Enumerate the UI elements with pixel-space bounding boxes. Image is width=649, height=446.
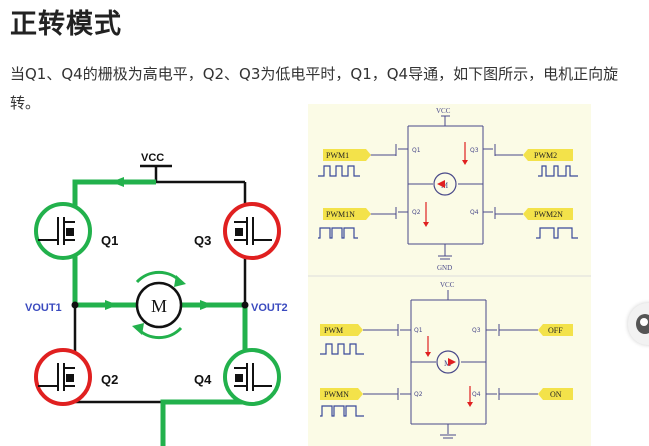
pwm2-label: PWM2 — [534, 151, 557, 160]
mosfet-icon — [234, 363, 272, 391]
article-paragraph: 当Q1、Q4的栅极为高电平，Q2、Q3为低电平时，Q1，Q4导通，如下图所示，电… — [10, 65, 619, 112]
current-arrow — [105, 300, 118, 310]
motor-icon — [436, 350, 460, 374]
q1-label: Q1 — [101, 233, 118, 248]
motor-icon — [135, 281, 183, 329]
motor-label: M — [444, 359, 451, 368]
pwm2n-tag — [523, 208, 573, 220]
pwm1n-label: PWM1N — [326, 210, 355, 219]
pwm-label: PWM — [324, 326, 343, 335]
current-arrow — [200, 300, 213, 310]
pwmn-tag — [320, 388, 363, 400]
q4-label: Q4 — [472, 391, 481, 398]
mosfet-icon — [38, 363, 75, 391]
off-label: OFF — [548, 326, 563, 335]
gnd-label: GND — [437, 264, 452, 272]
vcc-label: VCC — [436, 107, 451, 115]
page-title: 正转模式 — [10, 9, 122, 40]
q3-label: Q3 — [470, 147, 479, 154]
pwm1-tag — [323, 149, 371, 161]
mosfet-icon — [38, 217, 75, 245]
assistant-avatar-button[interactable] — [628, 303, 649, 345]
vout2-label: VOUT2 — [251, 302, 288, 314]
schematic-bottom: VCC M Q1 Q3 Q2 Q4 PWM OFF PWM — [320, 281, 573, 439]
pwm-waveform-icon — [320, 343, 364, 417]
q4-label: Q4 — [470, 209, 479, 216]
pwm1-label: PWM1 — [326, 151, 349, 160]
q3-label: Q3 — [194, 233, 211, 248]
q4-label: Q4 — [194, 372, 212, 387]
q1-label: Q1 — [412, 147, 421, 154]
pwm2-tag — [523, 149, 573, 161]
rotation-arrow-icon — [135, 326, 183, 340]
schematic-top: VCC GND M Q1 Q3 Q2 Q4 — [318, 107, 578, 272]
q2-label: Q2 — [414, 391, 423, 398]
q2-label: Q2 — [101, 372, 118, 387]
off-tag — [538, 324, 573, 336]
q2-label: Q2 — [412, 209, 421, 216]
current-arrow — [111, 177, 124, 187]
vcc-label: VCC — [141, 152, 164, 164]
pwm-tag — [320, 324, 363, 336]
q1-label: Q1 — [414, 327, 423, 334]
on-tag — [538, 388, 573, 400]
motor-label: M — [151, 296, 167, 316]
vcc-label: VCC — [440, 281, 455, 289]
pwm1n-tag — [323, 208, 371, 220]
pwm2n-label: PWM2N — [534, 210, 563, 219]
rotation-arrow-icon — [135, 270, 183, 284]
pwm-waveform-icon — [318, 165, 578, 239]
pwmn-label: PWMN — [324, 390, 349, 399]
motor-icon — [433, 172, 457, 196]
mosfet-icon — [234, 217, 272, 245]
hbridge-forward-diagram: VCC Q1 Q3 Q2 Q4 M VOUT1 VOUT2 — [25, 152, 288, 446]
vout1-label: VOUT1 — [25, 302, 62, 314]
hbridge-pwm-schematic: VCC GND M Q1 Q3 Q2 Q4 — [308, 104, 591, 446]
q3-label: Q3 — [472, 327, 481, 334]
on-label: ON — [550, 390, 562, 399]
